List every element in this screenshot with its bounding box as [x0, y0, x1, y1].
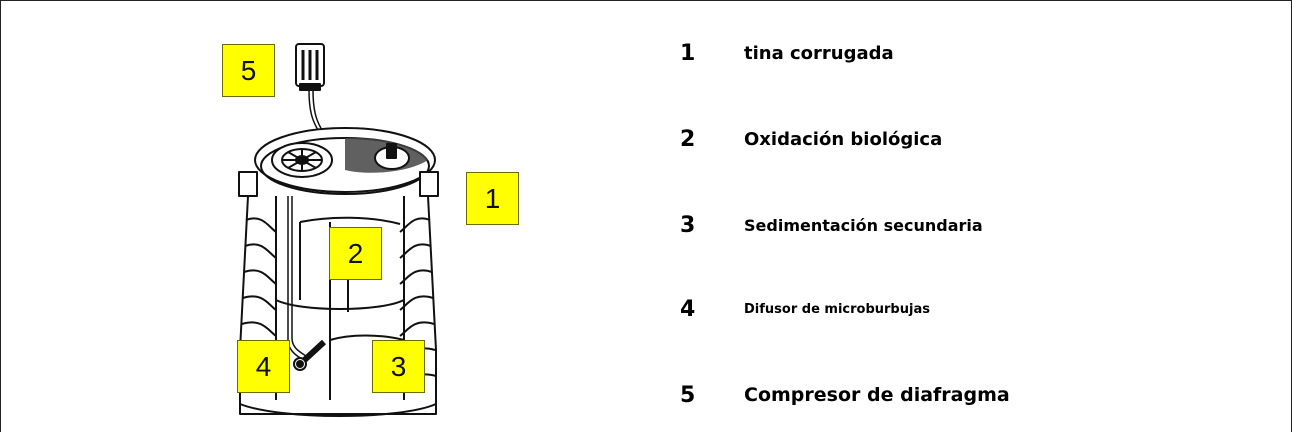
callout-5: 5 — [222, 44, 275, 97]
legend-item-4: 4 Difusor de microburbujas — [680, 294, 930, 324]
legend-number: 1 — [680, 40, 696, 66]
legend-number: 4 — [680, 296, 696, 322]
legend-label: Sedimentación secundaria — [744, 215, 983, 235]
legend-item-3: 3 Sedimentación secundaria — [680, 210, 983, 240]
callout-1: 1 — [466, 172, 519, 225]
legend-label: tina corrugada — [744, 42, 894, 64]
legend-label: Oxidación biológica — [744, 128, 943, 150]
callout-4: 4 — [237, 340, 290, 393]
legend-label: Compresor de diafragma — [744, 384, 1010, 406]
legend-label: Difusor de microburbujas — [744, 301, 930, 317]
callout-2: 2 — [329, 227, 382, 280]
legend-item-1: 1 tina corrugada — [680, 38, 894, 68]
legend-item-5: 5 Compresor de diafragma — [680, 380, 1010, 410]
callout-3: 3 — [372, 340, 425, 393]
legend-number: 3 — [680, 212, 696, 238]
compressor-icon — [295, 43, 325, 91]
legend-number: 2 — [680, 126, 696, 152]
legend-number: 5 — [680, 382, 696, 408]
legend-item-2: 2 Oxidación biológica — [680, 124, 942, 154]
